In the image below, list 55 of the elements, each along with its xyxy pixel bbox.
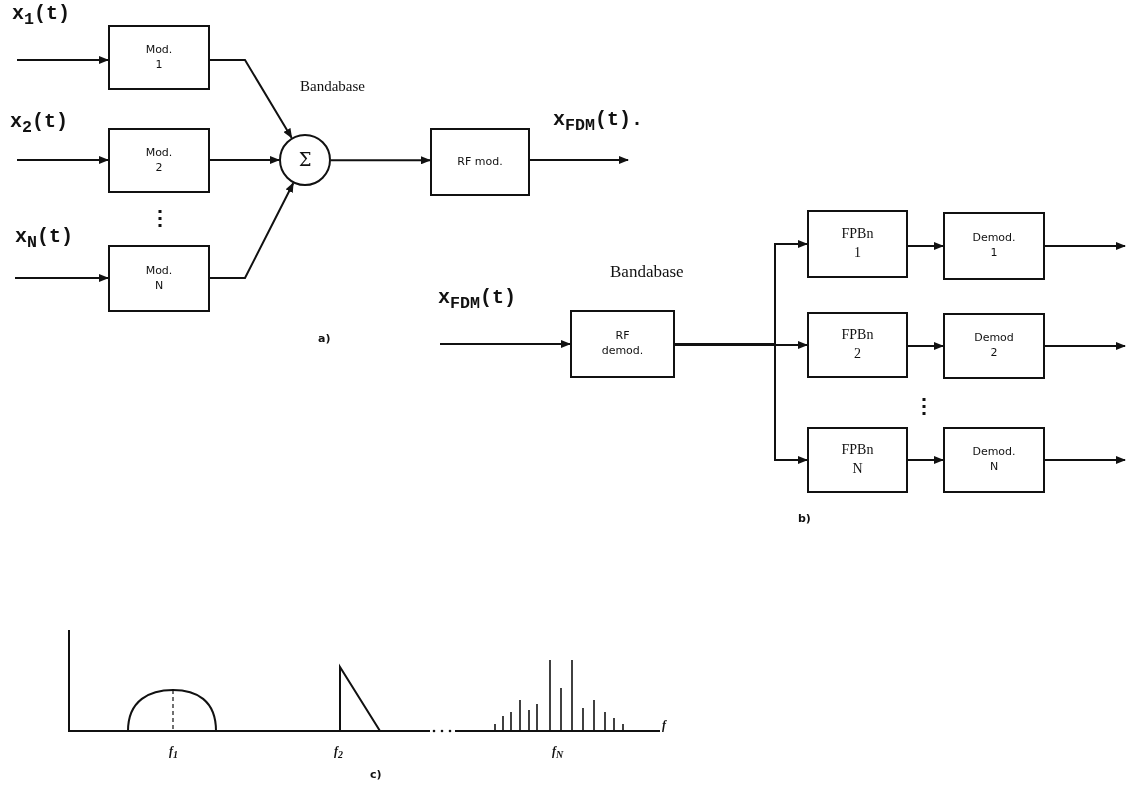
block-box: [807, 210, 908, 278]
arrow: [439, 340, 571, 348]
arrow: [14, 274, 109, 282]
block-box: [108, 245, 210, 312]
arrow: [1044, 456, 1126, 464]
block-box: [108, 25, 210, 90]
arrow: [907, 342, 944, 350]
panel-label: c): [370, 768, 382, 781]
arrow: [1044, 242, 1126, 250]
panel-label: a): [318, 332, 331, 345]
block-label: Demod. 1: [971, 231, 1017, 261]
caption-text: Bandabase: [610, 262, 684, 282]
block-label: Mod. 2: [144, 145, 174, 176]
panel-label: b): [798, 512, 811, 525]
block-box: [570, 310, 675, 378]
arrow: [1044, 342, 1126, 350]
block-box: [108, 128, 210, 193]
block-label: FPBn 2: [840, 326, 875, 363]
arrow: [209, 156, 280, 164]
axis-tick-label: f$_{N}$: [552, 744, 564, 761]
block-label: Mod. 1: [144, 42, 174, 73]
arrow: [674, 341, 808, 349]
block-box: [430, 128, 530, 196]
block-box: [943, 313, 1045, 379]
arrow: [907, 456, 944, 464]
block-label: FPBn N: [840, 441, 875, 478]
block-label: FPBn 1: [840, 225, 875, 262]
signal-label: x$_{N}$(t): [15, 225, 74, 252]
arrow: [209, 182, 295, 279]
arrow: [529, 156, 629, 164]
arrow: [674, 343, 808, 464]
signal-label: x$_{1}$(t): [12, 2, 71, 29]
arrow: [16, 156, 109, 164]
axis-label: f: [662, 718, 666, 733]
caption-text: Bandabase: [300, 78, 365, 95]
block-label: RF mod.: [457, 154, 503, 170]
block-label: Demod. N: [971, 445, 1017, 475]
arrow: [209, 59, 293, 139]
arrow: [907, 242, 944, 250]
signal-label: x$_{FDM}$(t): [438, 286, 517, 313]
summing-junction: [279, 134, 331, 186]
axis-tick-label: f$_{1}$: [169, 744, 178, 761]
block-box: [943, 427, 1045, 493]
block-label: RF demod.: [600, 329, 645, 359]
sigma-symbol: Σ: [298, 147, 312, 172]
block-box: [807, 312, 908, 378]
block-label: Demod 2: [973, 331, 1015, 361]
block-box: [943, 212, 1045, 280]
signal-label: x$_{2}$(t): [10, 110, 69, 137]
axis-tick-label: f$_{2}$: [334, 744, 343, 761]
block-box: [807, 427, 908, 493]
signal-label: x$_{FDM}$(t).: [553, 108, 644, 135]
arrow: [16, 56, 109, 64]
block-label: Mod. N: [144, 263, 174, 294]
arrow: [330, 156, 431, 165]
